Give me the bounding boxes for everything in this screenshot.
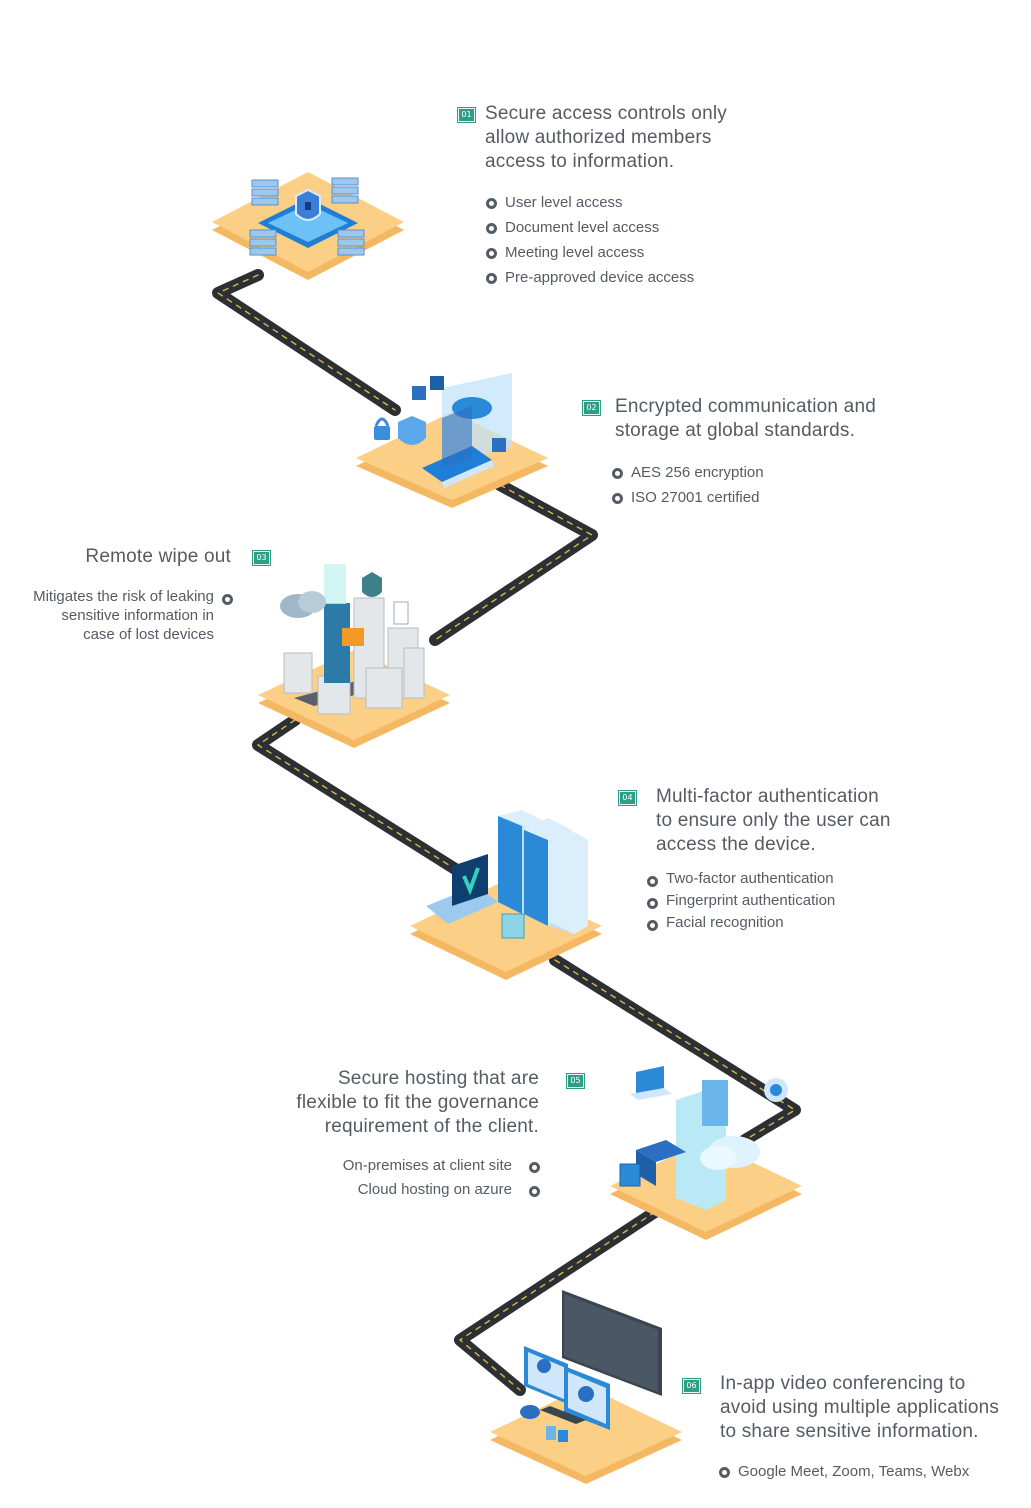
step-title: Secure hosting that are flexible to fit … bbox=[220, 1067, 539, 1139]
encryption-laptop-icon bbox=[356, 373, 548, 508]
step-title: Secure access controls only allow author… bbox=[485, 102, 805, 174]
cloud-hosting-icon bbox=[610, 1066, 802, 1240]
title-line: avoid using multiple applications bbox=[720, 1397, 1000, 1418]
step-bullet-list: User level access Document level access … bbox=[485, 190, 785, 290]
list-item: Pre-approved device access bbox=[485, 265, 785, 290]
list-item: User level access bbox=[485, 190, 785, 215]
list-item: Facial recognition bbox=[646, 912, 946, 934]
title-line: access the device. bbox=[656, 834, 816, 855]
title-line: Encrypted communication and bbox=[615, 396, 876, 417]
step-bullet-list: Google Meet, Zoom, Teams, Webx bbox=[718, 1459, 1018, 1484]
title-line: In-app video conferencing to bbox=[720, 1373, 966, 1394]
list-item: Cloud hosting on azure bbox=[240, 1178, 540, 1202]
title-line: access to information. bbox=[485, 151, 675, 172]
list-item: On-premises at client site bbox=[240, 1154, 540, 1178]
title-line: Secure hosting that are bbox=[337, 1068, 539, 1089]
step-bullet-list: Two-factor authentication Fingerprint au… bbox=[646, 868, 946, 934]
step-number-badge: 06 bbox=[683, 1379, 700, 1393]
step-bullet-list: AES 256 encryption ISO 27001 certified bbox=[611, 460, 911, 510]
step-description: Mitigates the risk of leaking sensitive … bbox=[0, 587, 235, 644]
title-line: storage at global standards. bbox=[615, 420, 856, 441]
description-line: case of lost devices bbox=[83, 626, 214, 643]
list-item: AES 256 encryption bbox=[611, 460, 911, 485]
list-item: Google Meet, Zoom, Teams, Webx bbox=[718, 1459, 1018, 1484]
list-item: ISO 27001 certified bbox=[611, 485, 911, 510]
step-number-badge: 03 bbox=[253, 551, 270, 565]
title-line: allow authorized members bbox=[485, 127, 712, 148]
step-title: Remote wipe out bbox=[20, 545, 231, 569]
step-title: In-app video conferencing to avoid using… bbox=[720, 1372, 1030, 1444]
description-line: sensitive information in bbox=[61, 607, 214, 624]
title-line: flexible to fit the governance bbox=[296, 1092, 539, 1113]
step-number-badge: 01 bbox=[458, 108, 475, 122]
title-line: requirement of the client. bbox=[324, 1116, 539, 1137]
list-item: Meeting level access bbox=[485, 240, 785, 265]
list-item: Fingerprint authentication bbox=[646, 890, 946, 912]
shield-server-icon bbox=[212, 172, 404, 280]
description-line: Mitigates the risk of leaking bbox=[33, 588, 214, 605]
title-line: to ensure only the user can bbox=[656, 810, 891, 831]
video-conference-icon bbox=[490, 1290, 682, 1484]
bullet-marker bbox=[222, 594, 233, 605]
city-cloud-icon bbox=[258, 564, 450, 748]
title-line: Secure access controls only bbox=[485, 103, 727, 124]
title-line: to share sensitive information. bbox=[720, 1421, 979, 1442]
step-bullet-list: On-premises at client site Cloud hosting… bbox=[240, 1154, 540, 1202]
step-number-badge: 04 bbox=[619, 791, 636, 805]
list-item: Document level access bbox=[485, 215, 785, 240]
title-line: Remote wipe out bbox=[85, 546, 231, 567]
server-rack-icon bbox=[410, 810, 602, 980]
step-title: Encrypted communication and storage at g… bbox=[615, 395, 955, 443]
title-line: Multi-factor authentication bbox=[656, 786, 879, 807]
step-number-badge: 05 bbox=[567, 1074, 584, 1088]
step-title: Multi-factor authentication to ensure on… bbox=[656, 785, 986, 857]
list-item: Two-factor authentication bbox=[646, 868, 946, 890]
step-number-badge: 02 bbox=[583, 401, 600, 415]
